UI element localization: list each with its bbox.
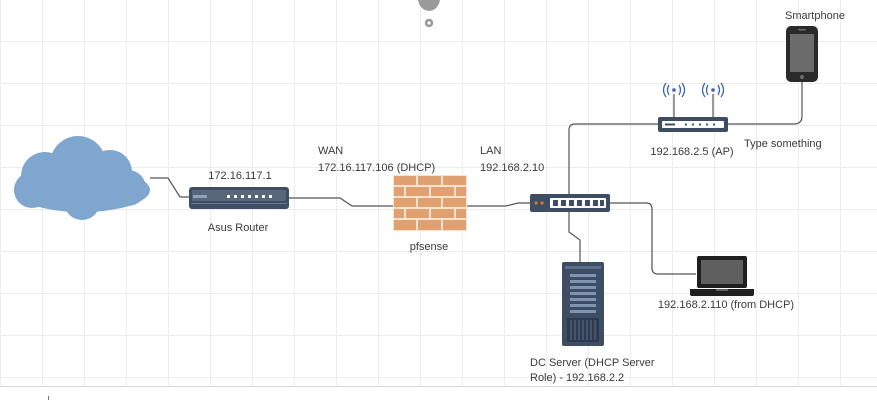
wireless-access-point-icon[interactable] — [656, 80, 730, 134]
asus-router-icon[interactable] — [189, 186, 289, 210]
laptop-icon[interactable] — [690, 255, 754, 297]
access-point-note-label[interactable]: Type something — [744, 138, 822, 150]
pfsense-firewall-icon[interactable] — [393, 175, 467, 231]
connector-router-pfsense — [288, 197, 393, 207]
connector-pfsense-switch — [466, 202, 530, 207]
network-switch-icon[interactable] — [530, 194, 610, 212]
wan-label: WAN — [318, 145, 344, 157]
internet-cloud-icon — [10, 132, 152, 222]
dc-server-label-line-1: DC Server (DHCP Server — [530, 357, 655, 369]
smartphone-icon[interactable] — [785, 25, 819, 83]
dc-server-label-line-2: Role) - 192.168.2.2 — [530, 372, 625, 384]
connectors-layer — [150, 82, 803, 275]
lan-ip-label: 192.168.2.10 — [480, 162, 545, 174]
diagram-canvas: 172.16.117.1 Asus Router WAN 172.16.117.… — [0, 0, 877, 387]
asus-router-label: Asus Router — [207, 222, 269, 234]
connector-switch-server — [568, 212, 581, 262]
lan-label: LAN — [480, 145, 502, 157]
connector-switch-laptop — [609, 202, 696, 275]
scroll-marker — [48, 396, 49, 400]
connector-cloud-router — [150, 177, 190, 198]
partial-device-icon — [416, 0, 442, 30]
access-point-ip-label: 192.168.2.5 (AP) — [650, 146, 734, 158]
dc-server-icon[interactable] — [562, 262, 604, 346]
laptop-ip-label: 192.168.2.110 (from DHCP) — [657, 299, 795, 311]
connector-ap-smartphone — [728, 82, 803, 125]
asus-router-ip-label: 172.16.117.1 — [208, 170, 272, 182]
connector-switch-ap — [568, 123, 658, 194]
pfsense-label: pfsense — [409, 241, 449, 253]
smartphone-label: Smartphone — [785, 10, 845, 22]
wan-ip-label: 172.16.117.106 (DHCP) — [318, 162, 436, 174]
